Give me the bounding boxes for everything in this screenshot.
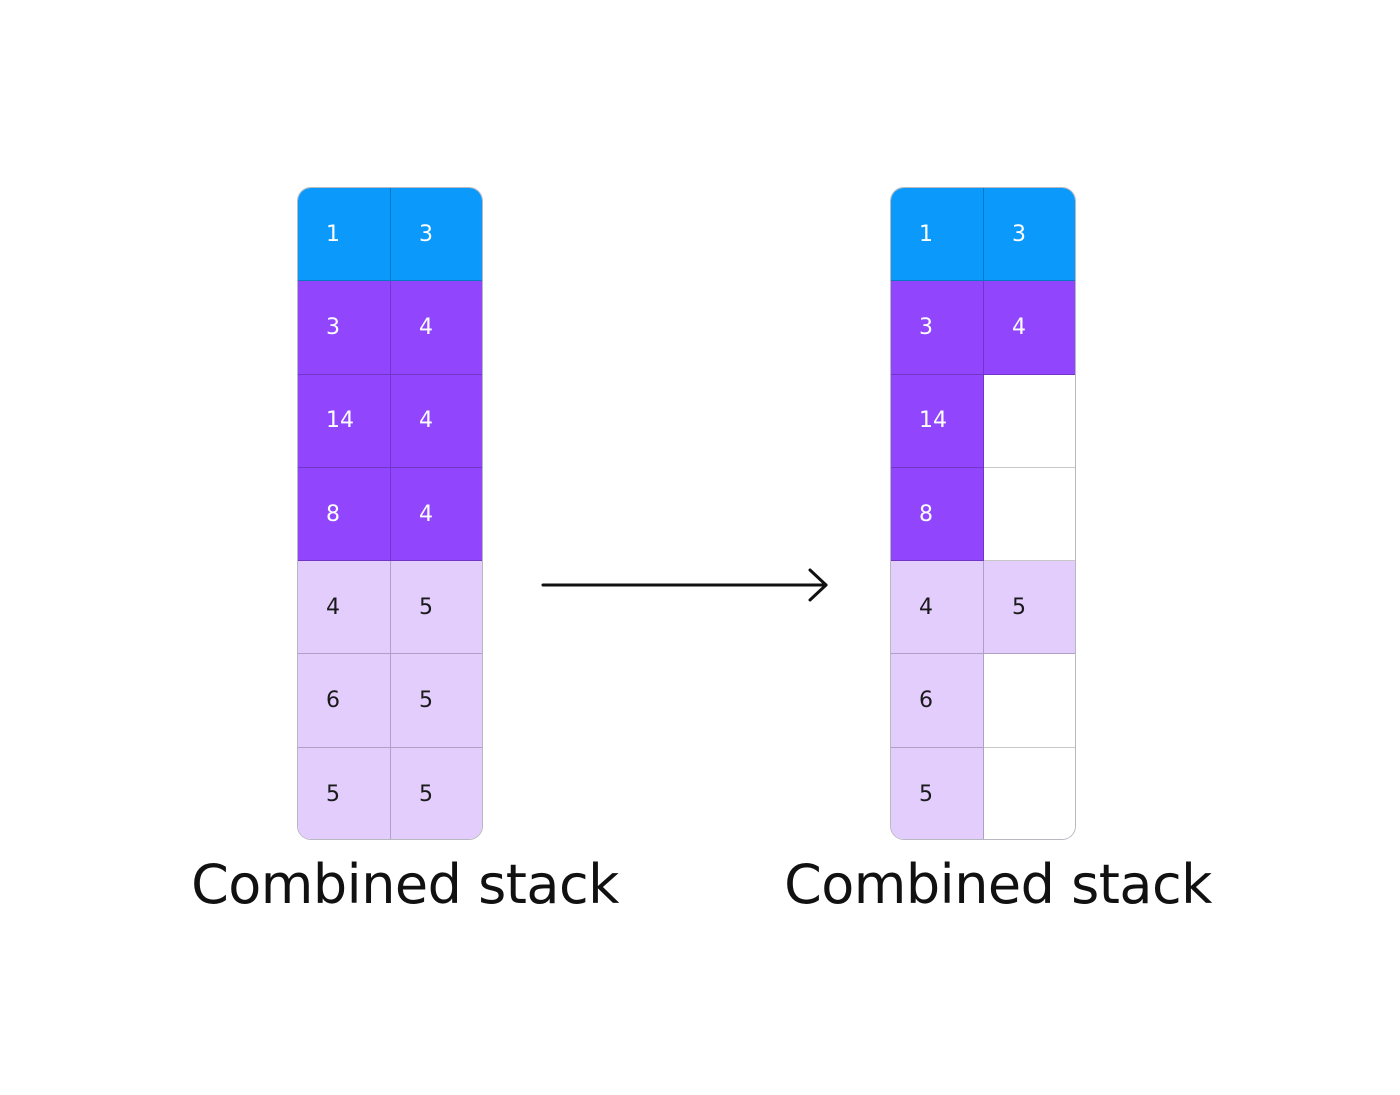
stack-cell: 5 xyxy=(891,747,984,839)
caption-right: Combined stack xyxy=(784,853,1212,916)
stack-cell: 4 xyxy=(298,561,391,655)
arrow-right-icon xyxy=(541,568,828,602)
stack-cell: 6 xyxy=(891,654,984,748)
stack-cell: 5 xyxy=(298,747,391,839)
stack-cell: 4 xyxy=(891,561,984,655)
stack-cell: 1 xyxy=(298,188,391,282)
stack-cell: 5 xyxy=(984,561,1075,655)
caption-left: Combined stack xyxy=(191,853,619,916)
stack-cell xyxy=(984,747,1075,839)
stack-cell: 3 xyxy=(298,281,391,375)
stack-cell: 4 xyxy=(391,467,482,562)
stack-cell: 3 xyxy=(391,188,482,282)
stack-cell: 8 xyxy=(298,467,391,562)
stack-cell: 3 xyxy=(891,281,984,375)
stack-cell xyxy=(984,654,1075,748)
stack-cell: 5 xyxy=(391,654,482,748)
stack-cell: 8 xyxy=(891,467,984,562)
stack-cell: 4 xyxy=(391,281,482,375)
stack-cell: 1 xyxy=(891,188,984,282)
stack-cell xyxy=(984,467,1075,562)
stack-cell: 4 xyxy=(391,374,482,468)
stack-cell: 5 xyxy=(391,747,482,839)
stack-cell: 3 xyxy=(984,188,1075,282)
stack-cell: 5 xyxy=(391,561,482,655)
stack-cell: 14 xyxy=(891,374,984,468)
stack-cell: 6 xyxy=(298,654,391,748)
stack-cell xyxy=(984,374,1075,468)
stack-cell: 4 xyxy=(984,281,1075,375)
stack-cell: 14 xyxy=(298,374,391,468)
